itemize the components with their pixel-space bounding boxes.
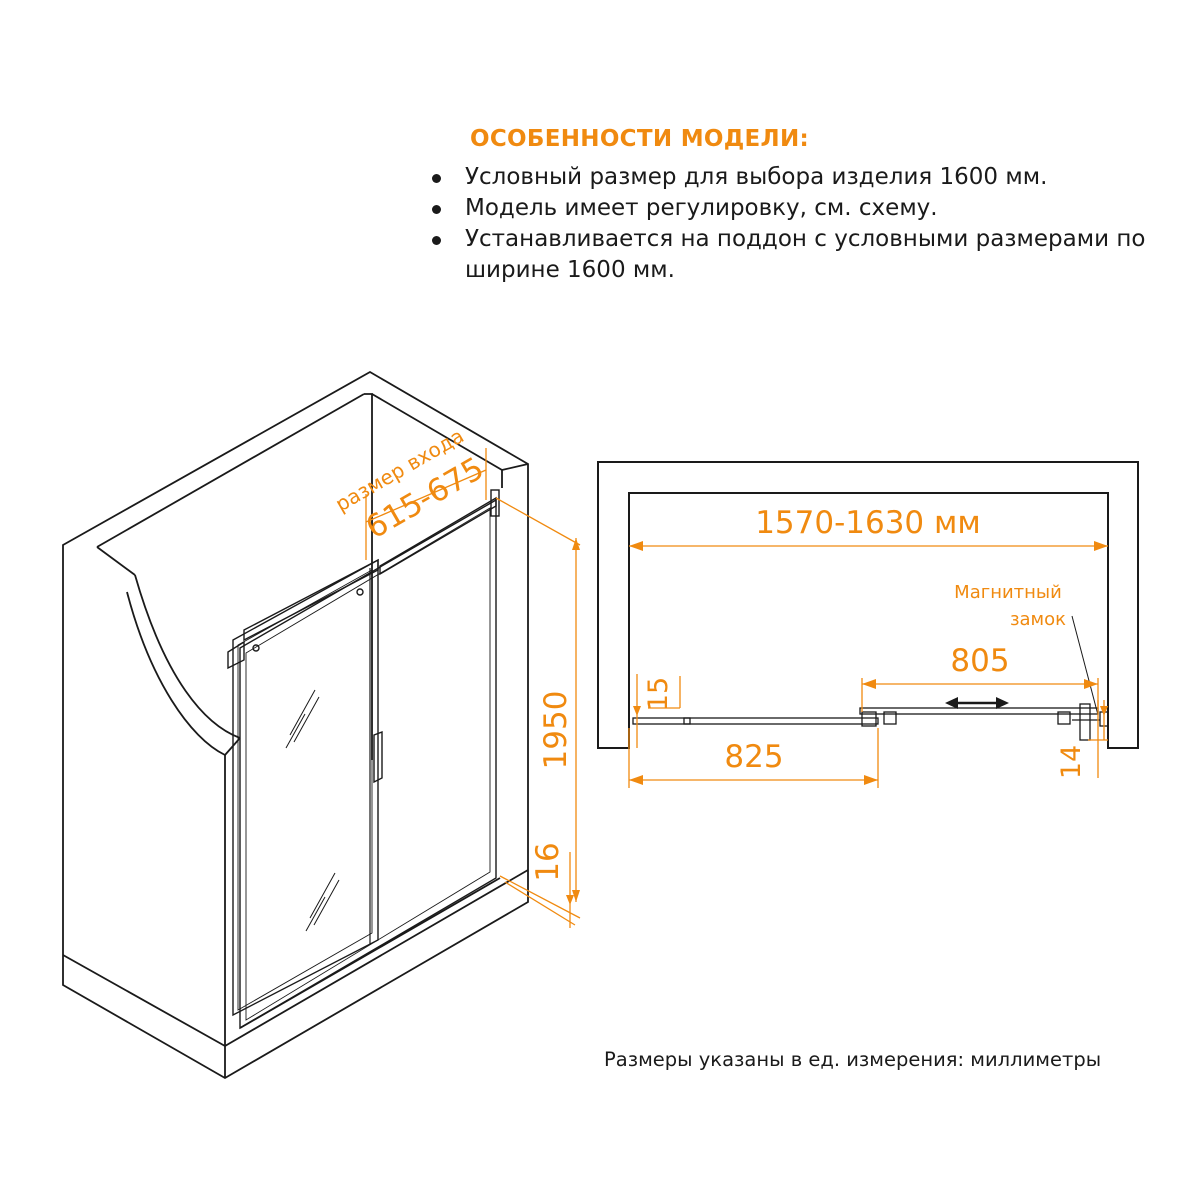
feature-item: Условный размер для выбора изделия 1600 …: [430, 162, 1190, 193]
magnet-label-line2: замок: [1010, 609, 1066, 630]
iso-view: размер входа 615-675 1950 16: [62, 370, 581, 1080]
left-gap: 15: [643, 677, 674, 711]
fixed-dimension: 825: [628, 728, 879, 788]
feature-item: Устанавливается на поддон с условными ра…: [430, 224, 1190, 286]
height-dimension: 1950: [495, 497, 581, 919]
height-value: 1950: [538, 691, 574, 770]
model-features: ОСОБЕННОСТИ МОДЕЛИ: Условный размер для …: [430, 126, 1190, 286]
left-gap-dimension: 15: [633, 674, 681, 748]
features-title: ОСОБЕННОСТИ МОДЕЛИ:: [470, 126, 809, 152]
sliding-dimension: 805: [861, 643, 1099, 712]
iso-walls: [62, 370, 529, 1080]
feature-item: Модель имеет регулировку, см. схему.: [430, 193, 1190, 224]
width-range: 1570-1630 мм: [755, 505, 981, 541]
plan-walls: [597, 461, 1139, 749]
entrance-dimension: размер входа 615-675: [331, 424, 490, 560]
units-note: Размеры указаны в ед. измерения: миллиме…: [604, 1048, 1102, 1071]
plan-glass: [632, 703, 1109, 741]
glass-panels: [227, 489, 500, 1030]
base-value: 16: [530, 842, 566, 881]
features-list: Условный размер для выбора изделия 1600 …: [430, 162, 1190, 286]
sliding-arrow-icon: [945, 697, 1009, 709]
magnet-label-line1: Магнитный: [954, 582, 1062, 603]
right-gap: 14: [1056, 745, 1087, 779]
plan-view: 1570-1630 мм Магнитный замок: [597, 461, 1139, 788]
sliding-width: 805: [950, 643, 1009, 679]
right-gap-dimension: 14: [1056, 700, 1108, 779]
fixed-width: 825: [724, 739, 783, 775]
width-dimension: 1570-1630 мм: [629, 505, 1108, 551]
base-dimension: 16: [504, 842, 576, 928]
magnet-leader: [1071, 615, 1099, 716]
